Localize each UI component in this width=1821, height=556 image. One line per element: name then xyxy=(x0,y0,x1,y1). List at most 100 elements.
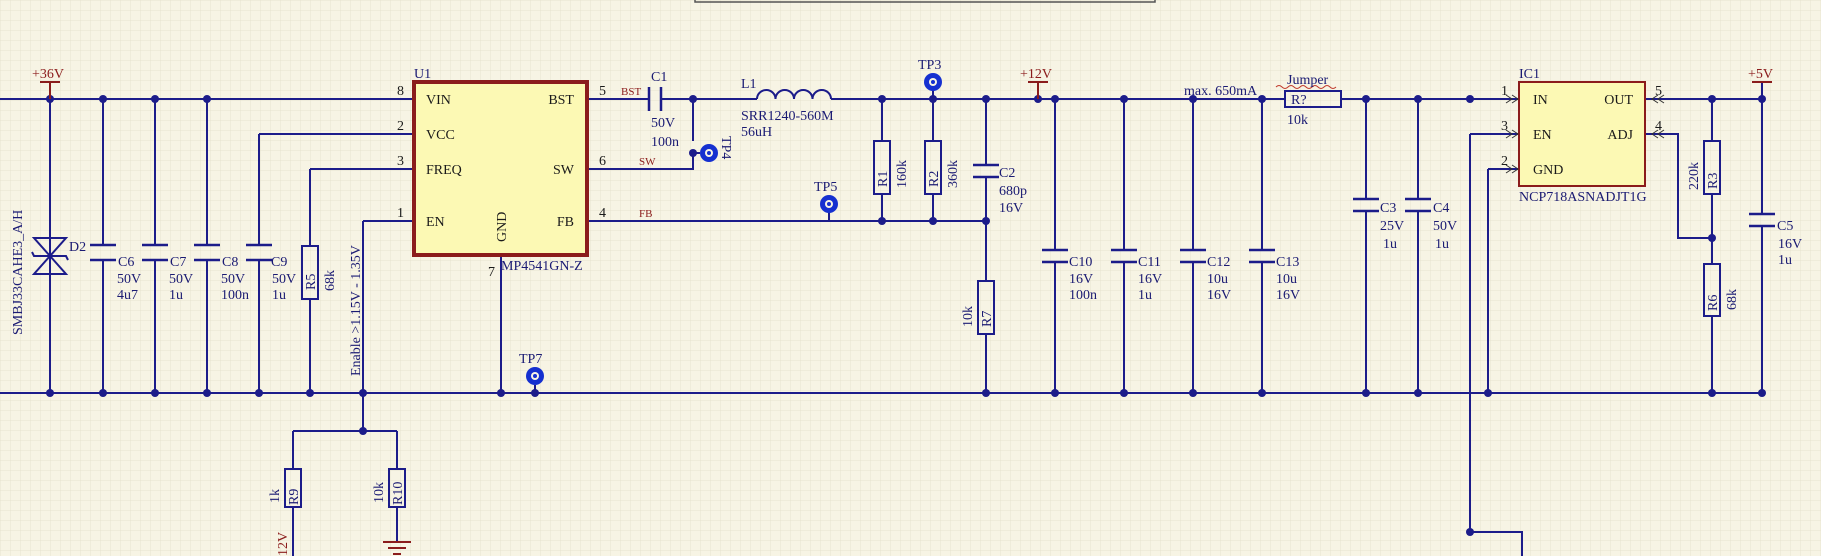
c3-designator: C3 xyxy=(1380,201,1396,216)
c10-designator: C10 xyxy=(1069,255,1092,270)
r5-value: 68k xyxy=(323,270,338,291)
rq-label: Jumper xyxy=(1287,73,1329,88)
net-label-sw: SW xyxy=(639,156,656,168)
testpoint-tp7: TP7 xyxy=(519,352,544,393)
r9-designator: R9 xyxy=(287,489,302,505)
u1-pin-sw: SW xyxy=(553,163,575,178)
ic1-pinnum-3: 3 xyxy=(1501,119,1508,134)
c7-voltage: 50V xyxy=(169,272,193,287)
c3-value: 1u xyxy=(1383,237,1397,252)
ic1-pin-gnd: GND xyxy=(1533,163,1563,178)
c9-value: 1u xyxy=(272,288,286,303)
u1-pinnum-8: 8 xyxy=(397,84,404,99)
c6-value: 4u7 xyxy=(117,288,138,303)
power-port-12v-partial: 12V xyxy=(276,532,291,556)
c11-voltage: 16V xyxy=(1138,272,1162,287)
ic1-pinnum-1: 1 xyxy=(1501,84,1508,99)
r3-value: 220k xyxy=(1687,162,1702,190)
r3-designator: R3 xyxy=(1706,173,1721,189)
c9-voltage: 50V xyxy=(272,272,296,287)
resistor-r6: R6 68k xyxy=(1703,263,1740,317)
u1-pinnum-4: 4 xyxy=(599,206,606,221)
capacitor-c9: C9 50V 1u xyxy=(246,243,296,303)
c12-value: 10u xyxy=(1207,272,1228,287)
c11-designator: C11 xyxy=(1138,255,1161,270)
ic-ic1: IC1 NCP718ASNADJT1G IN EN GND OUT ADJ 1 … xyxy=(1501,67,1665,205)
r1-value: 160k xyxy=(895,160,910,188)
ic1-pinnum-5: 5 xyxy=(1655,84,1662,99)
ic1-designator: IC1 xyxy=(1519,67,1540,82)
capacitor-c10: C10 16V 100n xyxy=(1042,248,1097,303)
l1-value: 56uH xyxy=(741,125,772,140)
r9-value: 1k xyxy=(268,489,283,503)
c2-value: 680p xyxy=(999,184,1027,199)
c5-value: 1u xyxy=(1778,253,1792,268)
r1-designator: R1 xyxy=(876,171,891,187)
tp4-label: TP4 xyxy=(718,136,733,159)
title-block-edge xyxy=(694,0,1156,3)
inductor-l1: L1 SRR1240-560M 56uH xyxy=(741,77,834,140)
testpoint-tp3: TP3 xyxy=(918,58,942,91)
c5-designator: C5 xyxy=(1777,219,1793,234)
tp5-label: TP5 xyxy=(814,180,837,195)
power-port-36v-label: +36V xyxy=(32,67,64,82)
ic-u1: U1 MP4541GN-Z VIN VCC FREQ EN GND BST SW… xyxy=(397,67,606,280)
net-label-fb: FB xyxy=(639,208,652,220)
ic1-part: NCP718ASNADJT1G xyxy=(1519,190,1647,205)
power-port-12v-partial-label: 12V xyxy=(276,532,291,556)
c7-designator: C7 xyxy=(170,255,186,270)
ic1-pin-adj: ADJ xyxy=(1607,128,1633,143)
capacitor-c7: C7 50V 1u xyxy=(142,243,193,303)
resistor-r1: R1 160k xyxy=(873,140,910,195)
wires xyxy=(0,82,1763,556)
u1-pin-en: EN xyxy=(426,215,445,230)
ground-symbol-r10 xyxy=(383,541,411,555)
r10-designator: R10 xyxy=(391,482,406,505)
resistor-r5: R5 68k xyxy=(301,245,338,300)
c10-value: 100n xyxy=(1069,288,1097,303)
resistor-rq: R? Jumper 10k xyxy=(1275,73,1342,128)
capacitor-c12: C12 10u 16V xyxy=(1180,248,1231,303)
capacitor-c4: C4 50V 1u xyxy=(1405,197,1457,252)
c13-voltage: 16V xyxy=(1276,288,1300,303)
c1-designator: C1 xyxy=(651,70,667,85)
r2-designator: R2 xyxy=(927,171,942,187)
r7-value: 10k xyxy=(961,306,976,327)
c6-voltage: 50V xyxy=(117,272,141,287)
r10-value: 10k xyxy=(372,482,387,503)
power-port-5v-label: +5V xyxy=(1748,67,1773,82)
c9-designator: C9 xyxy=(271,255,287,270)
u1-pin-vcc: VCC xyxy=(426,128,455,143)
note-enable-threshold: Enable >1.15V - 1.35V xyxy=(349,245,364,376)
capacitor-c1: C1 50V 100n xyxy=(647,70,679,150)
u1-pinnum-2: 2 xyxy=(397,119,404,134)
ic1-pin-out: OUT xyxy=(1604,93,1633,108)
c4-designator: C4 xyxy=(1433,201,1449,216)
u1-designator: U1 xyxy=(414,67,431,82)
power-port-12v-label: +12V xyxy=(1020,67,1052,82)
r6-value: 68k xyxy=(1725,289,1740,310)
c11-value: 1u xyxy=(1138,288,1152,303)
c8-voltage: 50V xyxy=(221,272,245,287)
c4-value: 1u xyxy=(1435,237,1449,252)
ic1-pinnum-4: 4 xyxy=(1655,119,1662,134)
c8-value: 100n xyxy=(221,288,249,303)
ic1-pin-in: IN xyxy=(1533,93,1548,108)
ic1-pinnum-2: 2 xyxy=(1501,154,1508,169)
capacitor-c2: C2 680p 16V xyxy=(973,163,1027,216)
c1-value: 100n xyxy=(651,135,679,150)
c10-voltage: 16V xyxy=(1069,272,1093,287)
capacitor-c3: C3 25V 1u xyxy=(1353,197,1404,252)
power-port-5v: +5V xyxy=(1748,67,1773,83)
c3-voltage: 25V xyxy=(1380,219,1404,234)
capacitor-c5: C5 16V 1u xyxy=(1749,212,1802,268)
c6-designator: C6 xyxy=(118,255,134,270)
resistor-r7: R7 10k xyxy=(961,280,995,335)
capacitor-c11: C11 16V 1u xyxy=(1111,248,1162,303)
capacitor-c6: C6 50V 4u7 xyxy=(90,243,141,303)
u1-pin-bst: BST xyxy=(548,93,574,108)
resistor-r10: R10 10k xyxy=(372,468,406,508)
rq-designator: R? xyxy=(1291,93,1307,108)
c13-value: 10u xyxy=(1276,272,1297,287)
